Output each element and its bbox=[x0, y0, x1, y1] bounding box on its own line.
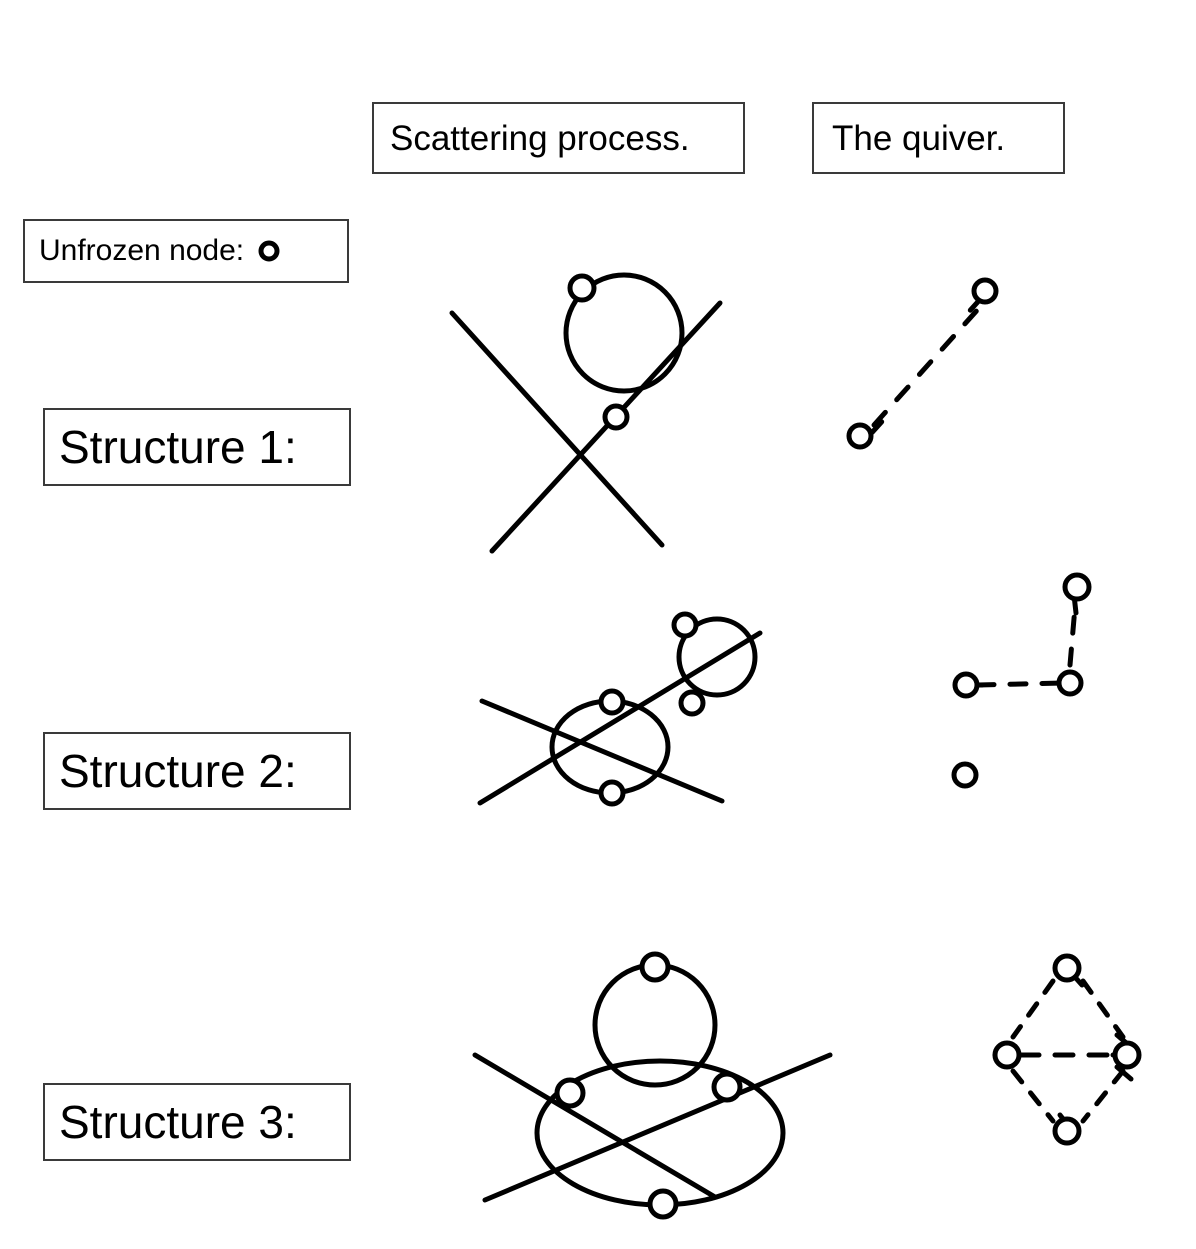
header-scattering-process-label: Scattering process. bbox=[390, 118, 690, 158]
scattering-line-falling bbox=[479, 698, 725, 804]
scattering-loop-circle bbox=[676, 616, 758, 698]
header-the-quiver-label: The quiver. bbox=[832, 118, 1006, 158]
open-circle-node-icon bbox=[256, 238, 282, 264]
scattering-line-rising bbox=[489, 300, 723, 554]
scattering-node-ellipse-upper-right bbox=[711, 1071, 743, 1103]
quiver-edge-top-left bbox=[1010, 978, 1056, 1040]
row-label-structure-3-text: Structure 3: bbox=[59, 1096, 297, 1148]
scattering-node-ellipse-upper-left bbox=[554, 1077, 586, 1109]
quiver-arrowhead-right-lower bbox=[1114, 1064, 1134, 1082]
scattering-node-ellipse-bottom bbox=[647, 1188, 679, 1220]
row-label-structure-1-text: Structure 1: bbox=[59, 421, 297, 473]
scattering-node-bubble-bottom bbox=[598, 779, 626, 807]
quiver-edge-top-right bbox=[1080, 978, 1126, 1040]
scattering-nodes-group bbox=[554, 951, 743, 1220]
quiver-node-bottom bbox=[1052, 1116, 1082, 1146]
scattering-loop-circle bbox=[592, 962, 718, 1088]
row-label-structure-2: Structure 2: bbox=[43, 732, 351, 810]
quiver-arrowtail-1 bbox=[869, 419, 885, 435]
legend-unfrozen-node: Unfrozen node: bbox=[23, 219, 349, 283]
quiver-diagram-structure-3 bbox=[965, 935, 1165, 1150]
scattering-diagram-structure-3 bbox=[455, 945, 855, 1220]
quiver-nodes-group bbox=[992, 953, 1142, 1146]
header-scattering-process: Scattering process. bbox=[372, 102, 745, 174]
scattering-node-loop-top bbox=[639, 951, 671, 983]
scattering-line-right-ascending bbox=[482, 1052, 833, 1203]
scattering-node-bubble-top bbox=[598, 688, 626, 716]
quiver-node-right bbox=[1112, 1040, 1142, 1070]
quiver-node-left bbox=[952, 671, 980, 699]
quiver-edge-bottom-right bbox=[1080, 1068, 1126, 1124]
scattering-loop-circle bbox=[563, 272, 685, 394]
quiver-edge-horizontal bbox=[975, 680, 1065, 688]
quiver-diagram-structure-1 bbox=[830, 265, 1030, 465]
quiver-edge-bottom-left bbox=[1010, 1068, 1056, 1124]
quiver-diagram-structure-2 bbox=[930, 565, 1120, 795]
quiver-node-lower-left bbox=[846, 422, 874, 450]
quiver-node-top bbox=[1052, 953, 1082, 983]
header-the-quiver: The quiver. bbox=[812, 102, 1065, 174]
scattering-diagram-structure-2 bbox=[470, 605, 840, 830]
scattering-node-on-loop bbox=[567, 273, 597, 303]
quiver-node-corner bbox=[1056, 669, 1084, 697]
scattering-line-falling bbox=[449, 310, 665, 548]
legend-unfrozen-node-label: Unfrozen node: bbox=[39, 234, 245, 267]
quiver-nodes-group bbox=[846, 277, 999, 450]
quiver-node-left bbox=[992, 1040, 1022, 1070]
quiver-node-upper-right bbox=[971, 277, 999, 305]
scattering-line-rising bbox=[477, 630, 763, 806]
scattering-line-left-descending bbox=[472, 1052, 718, 1200]
row-label-structure-1: Structure 1: bbox=[43, 408, 351, 486]
scattering-nodes-group bbox=[598, 611, 706, 807]
scattering-node-on-line bbox=[678, 689, 706, 717]
quiver-edge-1 bbox=[871, 304, 983, 428]
quiver-node-isolated bbox=[951, 761, 979, 789]
scattering-node-on-line bbox=[602, 403, 630, 431]
quiver-nodes-group bbox=[951, 572, 1092, 789]
quiver-edge-vertical bbox=[1067, 604, 1078, 668]
quiver-node-top bbox=[1062, 572, 1092, 602]
row-label-structure-2-text: Structure 2: bbox=[59, 745, 297, 797]
scattering-diagram-structure-1 bbox=[420, 255, 780, 585]
scattering-node-on-loop bbox=[671, 611, 699, 639]
row-label-structure-3: Structure 3: bbox=[43, 1083, 351, 1161]
scattering-nodes-group bbox=[567, 273, 630, 431]
